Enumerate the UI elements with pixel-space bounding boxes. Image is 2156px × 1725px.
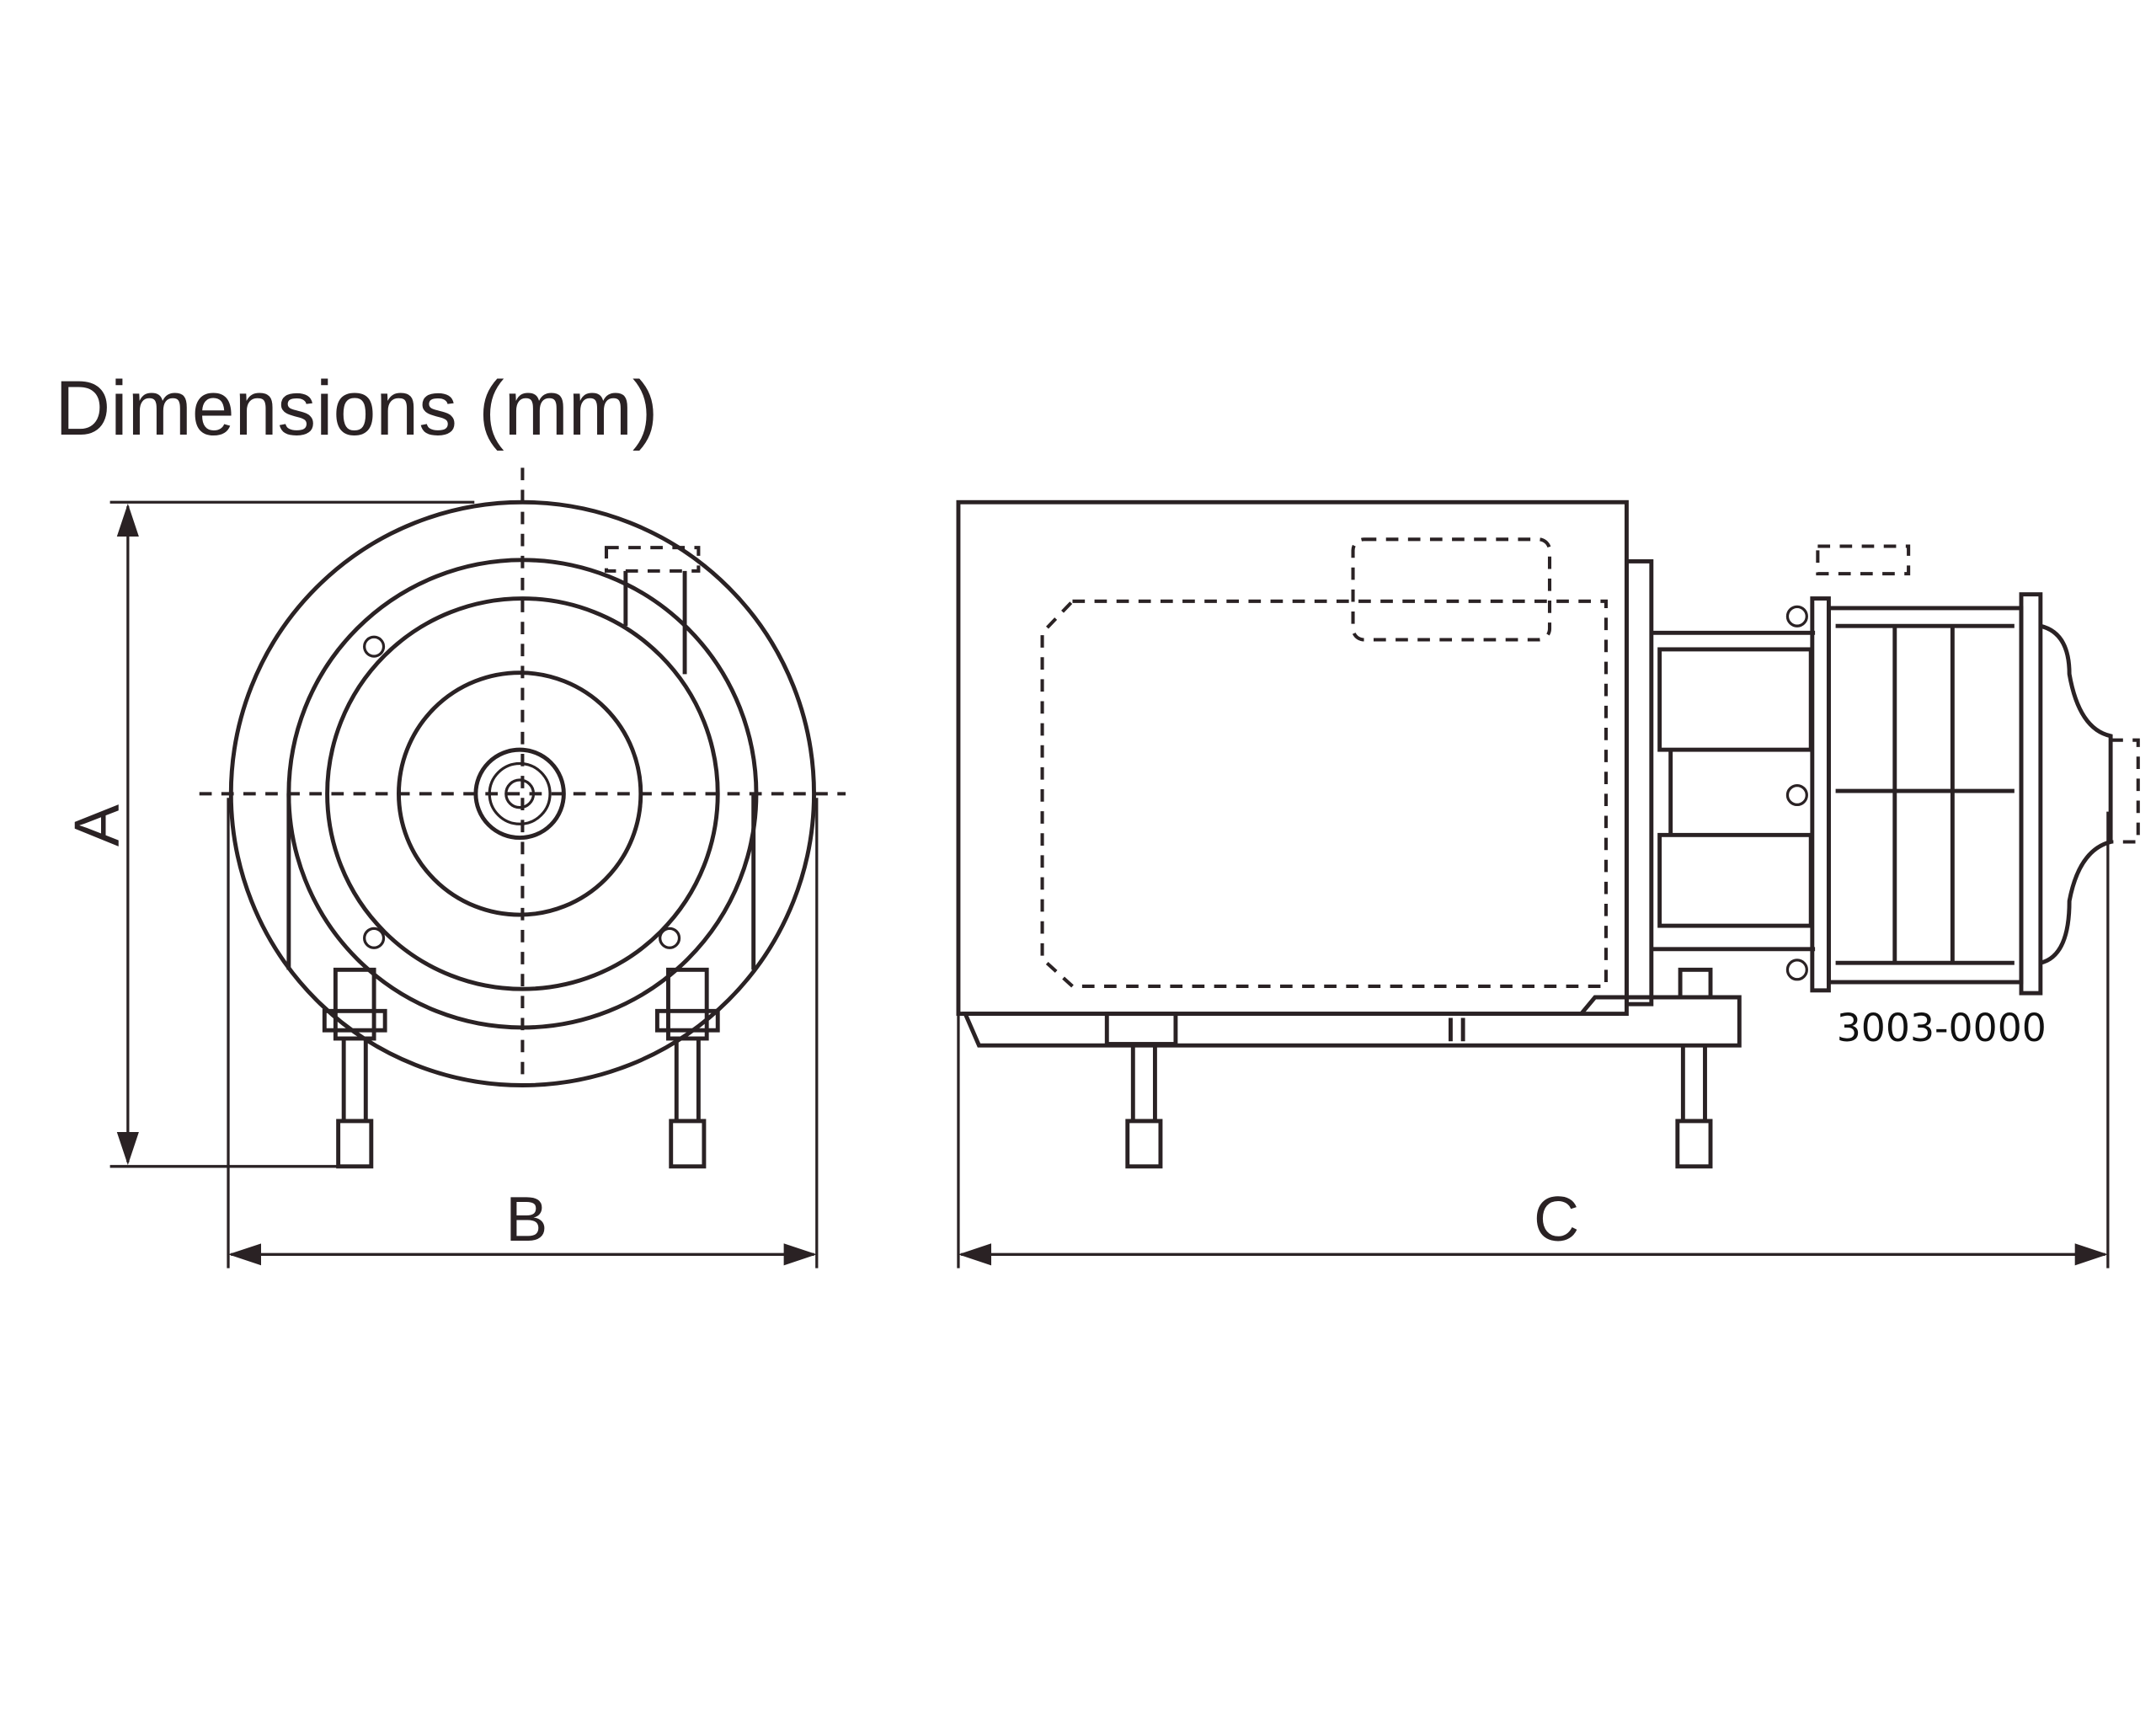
side-leg-left: [1104, 1012, 1178, 1169]
front-leg-left: [322, 967, 387, 1169]
dimension-c: C: [957, 811, 2110, 1268]
dimension-b-label: B: [505, 1183, 547, 1254]
dimension-c-label: C: [1534, 1183, 1579, 1254]
front-leg-right: [654, 967, 720, 1169]
side-leg-right: [1675, 967, 1713, 1169]
part-number: 3003-0000: [1837, 1006, 2047, 1050]
dimension-b: B: [227, 798, 819, 1268]
dimension-a: A: [61, 500, 475, 1168]
side-view: [956, 499, 2140, 1169]
dimension-a-label: A: [61, 804, 131, 846]
drawing-title: Dimensions (mm): [55, 366, 658, 451]
front-view: [199, 467, 846, 1169]
